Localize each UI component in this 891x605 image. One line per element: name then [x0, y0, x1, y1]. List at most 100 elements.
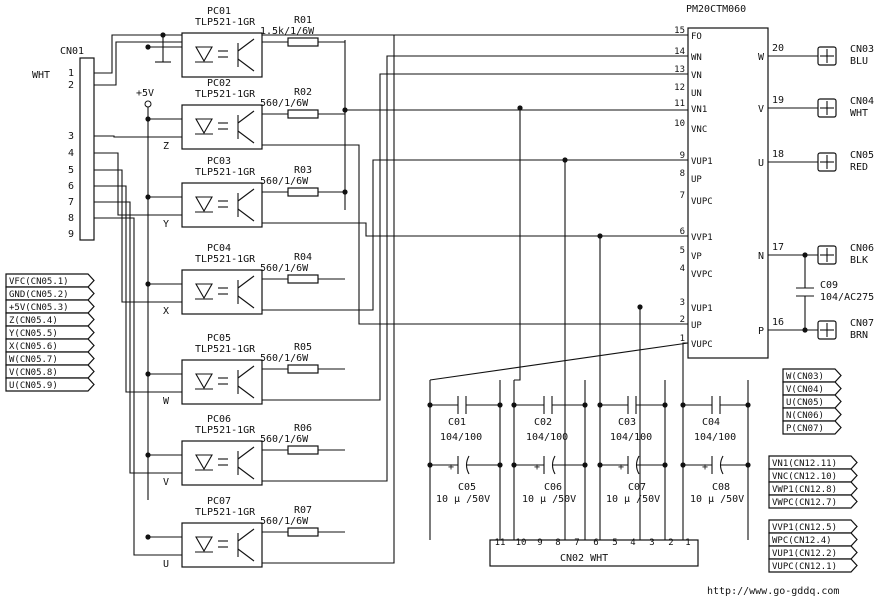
ic-pin-number: 12 — [674, 83, 685, 93]
ic-pin-name: VN1 — [691, 105, 707, 115]
footer-url: http://www.go-gddq.com — [707, 586, 839, 597]
cap-plate-curved — [635, 455, 640, 475]
transistor-emitter — [237, 466, 255, 480]
cn01-pin-number: 1 — [68, 68, 74, 79]
junction-dot — [637, 304, 643, 310]
ic-pin-name: N — [758, 251, 764, 262]
cn01-pin-number: 9 — [68, 229, 74, 240]
optocoupler-body — [181, 104, 263, 150]
ic-pin-number: 2 — [680, 315, 685, 325]
cn01-pin-number: 3 — [68, 131, 74, 142]
ic-pin-number: 18 — [772, 149, 784, 160]
ic-pin-number: 14 — [674, 47, 685, 57]
signal-tag: VVP1(CN12.5) — [772, 523, 837, 533]
junction-dot — [427, 402, 433, 408]
junction-dot — [497, 402, 503, 408]
ic-pin-number: 6 — [680, 227, 685, 237]
optocoupler-part: TLP521-1GR — [195, 254, 256, 265]
tag-outline — [768, 519, 858, 534]
output-connector-color: RED — [850, 162, 868, 173]
signal-tag: V(CN04) — [786, 385, 824, 395]
resistor-value: 560/1/6W — [260, 176, 309, 187]
cn02-pin-number: 6 — [593, 538, 598, 548]
ic-name: PM20CTM060 — [686, 4, 746, 15]
ic-pin-name: VVPC — [691, 270, 713, 280]
optocoupler-part: TLP521-1GR — [195, 17, 256, 28]
resistor-value: 1.5k/1/6W — [260, 26, 315, 37]
wire — [94, 34, 688, 74]
ic-pin-number: 20 — [772, 43, 784, 54]
signal-tag: Z(CN05.4) — [9, 316, 58, 326]
junction-dot — [427, 462, 433, 468]
resistor-ref: R02 — [294, 87, 312, 98]
transistor-collector — [237, 275, 255, 289]
output-connector-ref: CN05 — [850, 150, 874, 161]
resistor-ref: R03 — [294, 165, 312, 176]
resistor-ref: R01 — [294, 15, 312, 26]
phase-label: Y — [163, 219, 169, 230]
signal-tag: U(CN05) — [786, 398, 824, 408]
wire — [262, 144, 688, 325]
tag-outline — [768, 455, 858, 470]
junction-dot — [745, 462, 751, 468]
signal-tag: U(CN05.9) — [9, 381, 58, 391]
signal-tag: VWP1(CN12.8) — [772, 485, 837, 495]
resistor-value: 560/1/6W — [260, 434, 309, 445]
resistor-value: 560/1/6W — [260, 516, 309, 527]
cap-value: 10 μ /50V — [522, 494, 576, 505]
resistor-value: 560/1/6W — [260, 263, 309, 274]
junction-dot — [511, 402, 517, 408]
optocoupler-ref: PC02 — [207, 78, 231, 89]
ic-pin-name: UN — [691, 89, 702, 99]
optocoupler-part: TLP521-1GR — [195, 507, 256, 518]
cap-plate-curved — [719, 455, 724, 475]
cap-ref: C01 — [448, 417, 466, 428]
junction-dot — [597, 233, 603, 239]
ic-pin-number: 11 — [674, 99, 685, 109]
transistor-collector — [237, 446, 255, 460]
signal-tag: Y(CN05.5) — [9, 329, 58, 339]
junction-dot — [517, 105, 523, 111]
junction-dot — [145, 194, 151, 200]
cn01-pin-number: 4 — [68, 148, 74, 159]
ic-pin-name: P — [758, 326, 764, 337]
tag-outline — [5, 312, 95, 327]
cn02-pin-number: 2 — [668, 538, 673, 548]
ic-pin-name: VNC — [691, 125, 707, 135]
cn02-label: CN02 WHT — [560, 553, 608, 564]
junction-dot — [680, 402, 686, 408]
output-connector-ref: CN06 — [850, 243, 874, 254]
supply-terminal — [144, 100, 152, 108]
cn02-body — [489, 539, 699, 567]
signal-tag: X(CN05.6) — [9, 342, 58, 352]
signal-tag: VUP1(CN12.2) — [772, 549, 837, 559]
supply-label: +5V — [136, 88, 154, 99]
signal-tag: P(CN07) — [786, 424, 824, 434]
output-connector-color: BLK — [850, 255, 868, 266]
tag-outline — [5, 351, 95, 366]
ic-pin-name: VN — [691, 71, 702, 81]
wire — [262, 159, 688, 311]
phase-label: W — [163, 396, 170, 407]
output-connector-ref: CN04 — [850, 96, 874, 107]
cn01-name: CN01 — [60, 46, 84, 57]
cn01-body — [79, 57, 95, 241]
led-symbol — [195, 46, 213, 63]
led-symbol — [195, 454, 213, 471]
transistor-emitter — [237, 58, 255, 72]
signal-tag: VNC(CN12.10) — [772, 472, 837, 482]
tag-outline — [768, 481, 858, 496]
phase-label: U — [163, 559, 169, 570]
optocoupler-part: TLP521-1GR — [195, 425, 256, 436]
ic-pin-number: 16 — [772, 317, 784, 328]
ic-pin-number: 7 — [680, 191, 685, 201]
ic-pin-name: VP — [691, 252, 702, 262]
cap-value: 104/100 — [440, 432, 482, 443]
optocoupler-body — [181, 440, 263, 486]
cap-plate-curved — [465, 455, 470, 475]
signal-tag: W(CN05.7) — [9, 355, 58, 365]
junction-dot — [342, 107, 348, 113]
tag-outline — [5, 273, 95, 288]
cap-value: 104/100 — [526, 432, 568, 443]
resistor-symbol — [287, 37, 319, 47]
